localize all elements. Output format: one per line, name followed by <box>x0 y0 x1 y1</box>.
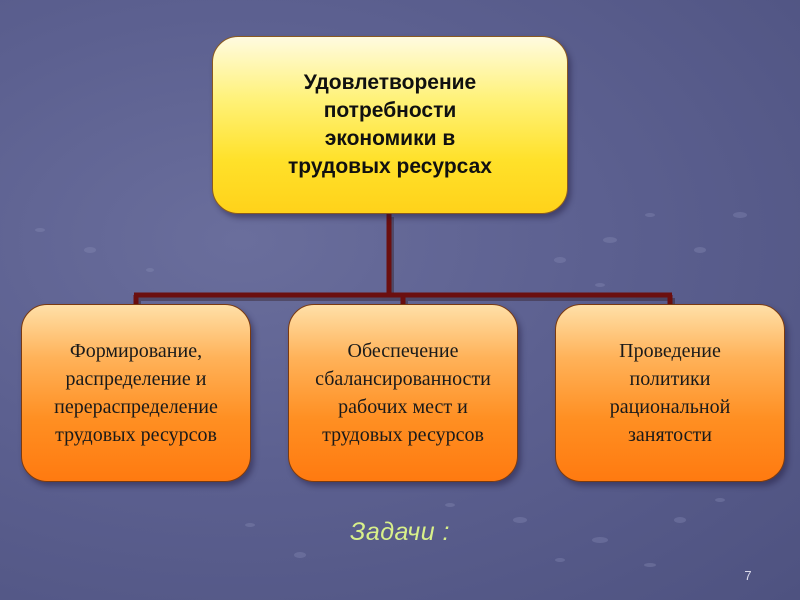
caption: Задачи : <box>349 518 451 546</box>
child-node-2-label: Обеспечение сбалансированности рабочих м… <box>315 340 491 446</box>
child-node-2: Обеспечение сбалансированности рабочих м… <box>288 304 518 482</box>
root-node-label: Удовлетворение потребности экономики в т… <box>288 71 492 178</box>
page-number: 7 <box>744 568 752 583</box>
root-node: Удовлетворение потребности экономики в т… <box>212 36 568 214</box>
child-node-3-label: Проведение политики рациональной занятос… <box>609 340 731 446</box>
child-node-1-label: Формирование, распределение и перераспре… <box>54 340 218 446</box>
child-node-3: Проведение политики рациональной занятос… <box>555 304 785 482</box>
child-node-1: Формирование, распределение и перераспре… <box>21 304 251 482</box>
